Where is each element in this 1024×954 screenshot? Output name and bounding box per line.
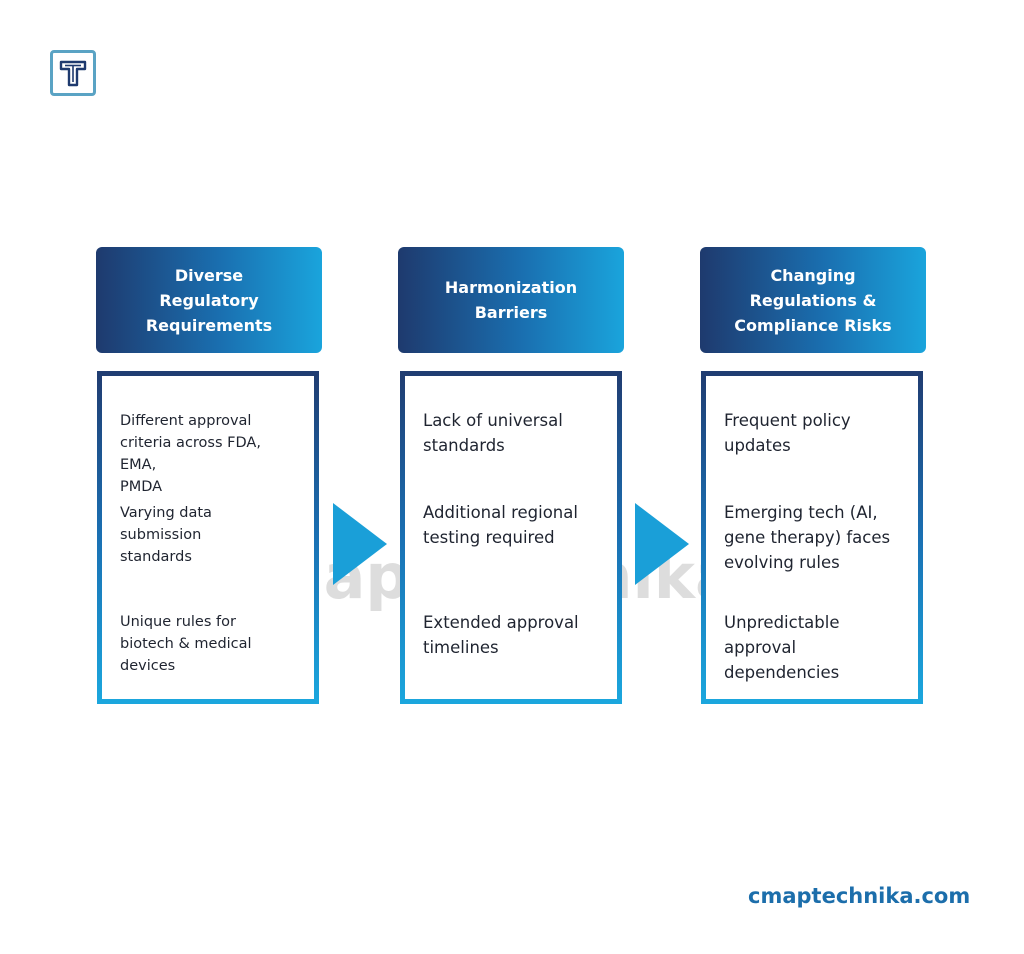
list-item: Frequent policy updates bbox=[724, 411, 851, 455]
arrow-right-icon bbox=[333, 503, 387, 585]
list-item: Emerging tech (AI, gene therapy) faces e… bbox=[724, 503, 891, 572]
header-changing-regulations: Changing Regulations & Compliance Risks bbox=[700, 247, 926, 353]
column-title: Changing Regulations & Compliance Risks bbox=[734, 265, 892, 335]
list-item: Additional regional testing required bbox=[423, 503, 578, 547]
column-box-2: Lack of universal standards Additional r… bbox=[400, 371, 622, 704]
list-item: Different approval criteria across FDA, … bbox=[120, 413, 261, 495]
list-item: Unpredictable approval dependencies bbox=[724, 613, 840, 682]
list-item: Lack of universal standards bbox=[423, 411, 563, 455]
logo-t-icon bbox=[59, 60, 87, 87]
column-title: Diverse Regulatory Requirements bbox=[145, 265, 273, 335]
website-link[interactable]: cmaptechnika.com bbox=[748, 884, 971, 908]
list-item: Extended approval timelines bbox=[423, 613, 579, 657]
header-harmonization-barriers: Harmonization Barriers bbox=[398, 247, 624, 353]
column-box-1: Different approval criteria across FDA, … bbox=[97, 371, 319, 704]
arrow-right-icon bbox=[635, 503, 689, 585]
list-item: Varying data submission standards bbox=[120, 505, 212, 565]
column-title: Harmonization Barriers bbox=[444, 278, 578, 322]
column-box-3: Frequent policy updates Emerging tech (A… bbox=[701, 371, 923, 704]
header-diverse-regulatory-requirements: Diverse Regulatory Requirements bbox=[96, 247, 322, 353]
company-logo bbox=[50, 50, 96, 96]
list-item: Unique rules for biotech & medical devic… bbox=[120, 614, 252, 674]
